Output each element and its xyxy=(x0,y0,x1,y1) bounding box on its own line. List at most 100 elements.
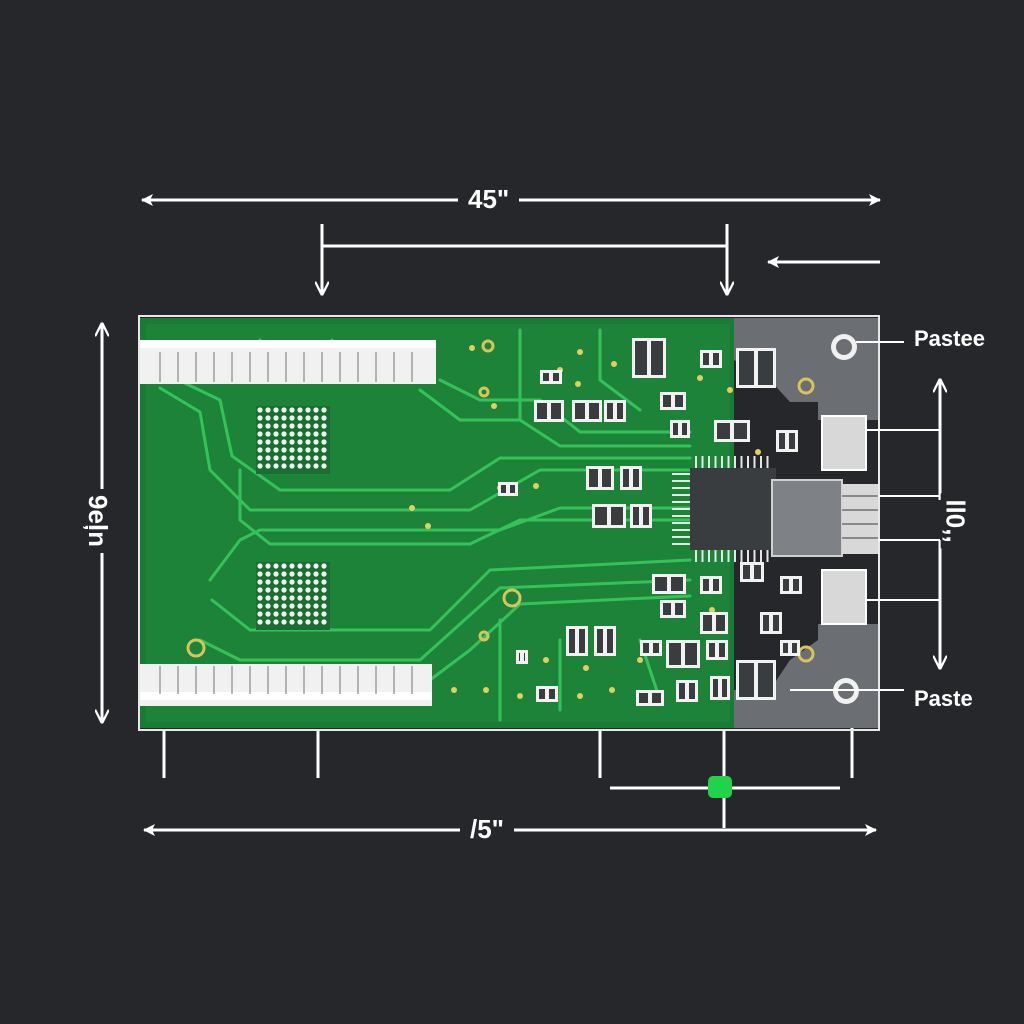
bga-pad xyxy=(305,463,311,469)
bga-pad xyxy=(273,447,279,453)
bga-pad xyxy=(273,431,279,437)
bga-pad xyxy=(281,455,287,461)
bga-pad xyxy=(313,571,319,577)
top-header-connector xyxy=(140,340,436,384)
bga-pad xyxy=(313,579,319,585)
connector-icon xyxy=(771,415,878,625)
bga-pad xyxy=(257,415,263,421)
bga-pad xyxy=(313,595,319,601)
bga-pad xyxy=(313,431,319,437)
smd-component xyxy=(776,430,798,452)
bga-pad xyxy=(289,455,295,461)
bga-pad xyxy=(313,415,319,421)
bga-pad xyxy=(265,571,271,577)
bga-pad xyxy=(313,407,319,413)
bga-pad xyxy=(305,415,311,421)
smd-component xyxy=(710,676,730,700)
bga-pad xyxy=(297,563,303,569)
bga-pad xyxy=(321,571,327,577)
bga-pad xyxy=(305,563,311,569)
bga-pad xyxy=(257,431,263,437)
smd-component xyxy=(630,504,652,528)
bga-pad xyxy=(273,571,279,577)
bga-pad xyxy=(305,579,311,585)
bga-pad xyxy=(257,423,263,429)
bga-pad xyxy=(273,563,279,569)
bottom-header-connector xyxy=(140,664,432,706)
bga-pad xyxy=(273,415,279,421)
bga-pad xyxy=(305,447,311,453)
bga-pad xyxy=(257,447,263,453)
vias xyxy=(186,339,815,663)
bga-pad xyxy=(297,579,303,585)
lower-callout-label: Paste xyxy=(914,686,973,711)
bga-pad xyxy=(289,595,295,601)
bga-pad xyxy=(305,603,311,609)
bga-pad xyxy=(313,423,319,429)
bga-pad xyxy=(265,407,271,413)
bga-pad xyxy=(313,455,319,461)
bga-pad xyxy=(321,455,327,461)
smd-component xyxy=(780,640,800,656)
smd-component xyxy=(676,680,698,702)
bga-pad xyxy=(305,455,311,461)
bga-pad xyxy=(265,579,271,585)
bga-pad xyxy=(265,619,271,625)
bga-pad xyxy=(257,587,263,593)
bga-pad xyxy=(289,431,295,437)
smd-component xyxy=(760,612,782,634)
bga-pad xyxy=(321,447,327,453)
bga-pad xyxy=(313,587,319,593)
bga-pad xyxy=(257,455,263,461)
bga-pad xyxy=(273,463,279,469)
bga-pad xyxy=(257,611,263,617)
right-dimension-label: ll0,, xyxy=(940,493,971,549)
smd-component xyxy=(736,660,776,700)
bga-pad xyxy=(265,587,271,593)
bga-pad xyxy=(265,415,271,421)
bga-pad xyxy=(321,431,327,437)
bga-pad-grid-top xyxy=(256,406,330,474)
smd-component xyxy=(706,640,728,660)
bga-pad xyxy=(313,563,319,569)
bga-pad xyxy=(289,603,295,609)
bga-pad xyxy=(281,595,287,601)
leader-lines xyxy=(790,341,940,691)
smd-component xyxy=(700,612,728,634)
bga-pad xyxy=(281,423,287,429)
smd-component xyxy=(586,466,614,490)
bga-pad xyxy=(257,619,263,625)
bga-pad xyxy=(273,603,279,609)
bga-pad xyxy=(265,455,271,461)
bga-pad xyxy=(281,439,287,445)
bga-pad xyxy=(281,579,287,585)
bga-pad xyxy=(265,423,271,429)
bga-pad xyxy=(321,619,327,625)
bga-pad xyxy=(289,407,295,413)
bga-pad xyxy=(281,619,287,625)
smd-component xyxy=(700,350,722,368)
smd-component xyxy=(714,420,750,442)
bga-pad xyxy=(297,463,303,469)
bga-pad xyxy=(281,431,287,437)
bga-pad xyxy=(281,611,287,617)
smd-component xyxy=(516,650,528,664)
bga-pad xyxy=(265,603,271,609)
bga-pad xyxy=(305,407,311,413)
smd-component xyxy=(740,562,764,582)
smd-component xyxy=(594,626,616,656)
bga-pad xyxy=(297,595,303,601)
bga-pad xyxy=(297,431,303,437)
bga-pad xyxy=(305,571,311,577)
bga-pad xyxy=(281,603,287,609)
bga-pad xyxy=(257,439,263,445)
smd-component xyxy=(566,626,588,656)
bga-pad-grid-bottom xyxy=(256,562,330,630)
smd-component xyxy=(660,600,686,618)
bga-pad xyxy=(289,587,295,593)
bga-pad xyxy=(297,439,303,445)
smd-component xyxy=(652,574,686,594)
bga-pad xyxy=(289,463,295,469)
bga-pad xyxy=(289,571,295,577)
